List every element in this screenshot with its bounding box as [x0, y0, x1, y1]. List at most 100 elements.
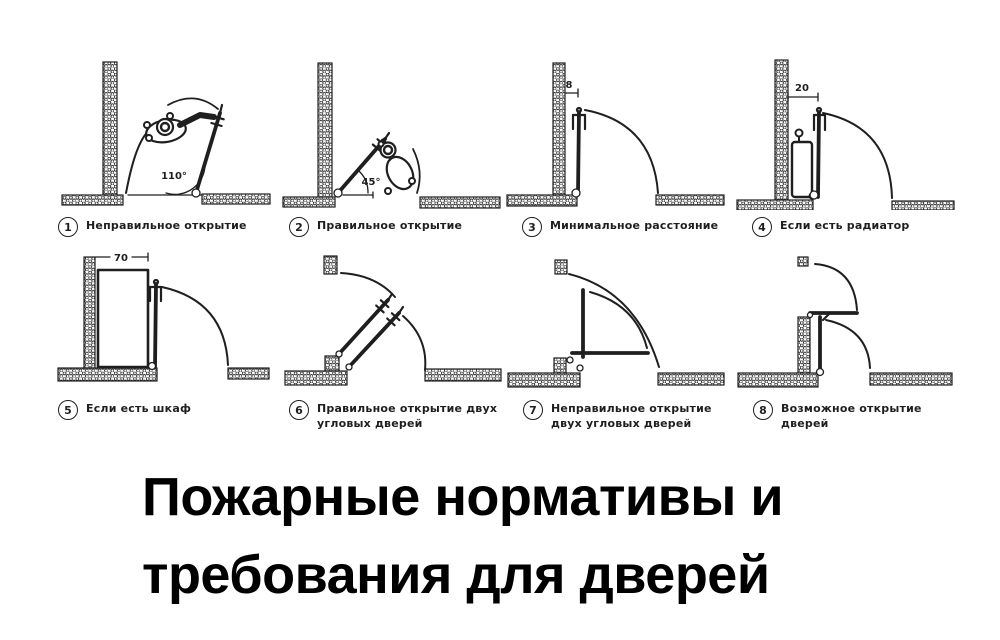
panel-number-badge: 4 — [752, 217, 772, 237]
radiator — [790, 128, 816, 200]
diagram-possible-door-opening — [737, 256, 953, 388]
dimension — [564, 88, 579, 98]
door-hinge-upper — [806, 311, 814, 319]
door-swing-arc-upper — [814, 263, 858, 311]
floor-right — [657, 372, 725, 386]
person-top-view — [143, 112, 217, 144]
door-leaf — [816, 110, 821, 199]
floor-right — [419, 196, 501, 209]
angle-arc — [358, 170, 369, 194]
diagram-incorrect-corner-doors — [507, 259, 725, 388]
panel-number-badge: 8 — [753, 400, 773, 420]
panel-label: Правильное открытие — [317, 219, 463, 232]
panel-label: Если есть шкаф — [86, 402, 192, 415]
door-hinge-left — [335, 350, 343, 358]
floor-left — [61, 194, 124, 206]
door-hinge — [147, 361, 157, 371]
panel-label: Минимальное расстояние — [550, 219, 719, 232]
door-leaf — [576, 110, 581, 195]
panel-8: 8 Возможное открытие дверей — [736, 243, 968, 432]
caption-2: 2 Правильное открытие — [281, 217, 513, 237]
door-swing-arc-big — [568, 273, 660, 368]
panel-6: 6 Правильное открытие двух угловых двере… — [281, 243, 513, 432]
arm — [177, 112, 217, 128]
panel-number-badge: 5 — [58, 400, 78, 420]
dimension-label: 8 — [566, 80, 573, 91]
door-handle — [821, 312, 831, 322]
floor-right — [227, 367, 270, 380]
door-hinge-1 — [566, 356, 574, 364]
diagram-correct-opening: 45° — [282, 62, 501, 209]
floor-left — [282, 196, 336, 208]
door-swing-arc — [822, 112, 893, 199]
angle-label: 45° — [362, 177, 381, 188]
panel-number-badge: 3 — [522, 217, 542, 237]
panel-label: Возможное открытие дверей — [781, 402, 922, 430]
door-swing-arc-lower — [825, 319, 871, 369]
wall-pillar — [553, 357, 567, 374]
wall — [552, 62, 566, 196]
door-handle — [812, 106, 827, 132]
wall — [774, 59, 789, 201]
floor-right — [655, 194, 725, 206]
panel-5: 70 5 Если есть шкаф — [50, 243, 282, 420]
wall-pillar — [324, 355, 340, 372]
panel-7: 7 Неправильное открытие двух угловых две… — [506, 243, 738, 432]
door-hinge — [809, 190, 819, 200]
wall — [83, 256, 96, 369]
panel-label: Неправильное открытие двух угловых двере… — [551, 402, 712, 430]
panel-label: Если есть радиатор — [780, 219, 910, 232]
poster-title: Пожарные нормативы и требования для двер… — [142, 467, 784, 605]
head — [379, 141, 397, 159]
motion-arc — [412, 148, 421, 194]
caption-3: 3 Минимальное расстояние — [505, 217, 737, 237]
panel-label: Правильное открытие двух угловых дверей — [317, 402, 498, 430]
caption-5: 5 Если есть шкаф — [50, 400, 282, 420]
wall-stub-top — [797, 256, 809, 267]
door-swing-arc-right — [402, 315, 427, 371]
dimension-label: 20 — [795, 83, 809, 94]
door-swing-arc-small — [589, 291, 648, 349]
head — [155, 117, 175, 137]
door-hinge — [191, 188, 201, 198]
wall-stub-top — [554, 259, 568, 275]
wall-stub-middle — [797, 316, 811, 374]
dimension — [95, 252, 149, 262]
caption-7: 7 Неправильное открытие двух угловых две… — [506, 400, 738, 432]
floor-right — [891, 200, 955, 210]
panel-number-badge: 2 — [289, 217, 309, 237]
door-handle — [148, 278, 163, 303]
diagram-radiator-clearance: 20 — [736, 59, 955, 210]
diagram-cabinet-clearance: 70 — [57, 252, 270, 382]
caption-1: 1 Неправильное открытие — [50, 217, 282, 237]
floor-right — [201, 193, 271, 205]
cabinet — [96, 268, 150, 369]
door-hinge — [333, 188, 343, 198]
angle-label: 110° — [161, 171, 187, 182]
floor-left — [736, 199, 814, 210]
panel-number-badge: 6 — [289, 400, 309, 420]
door-handles — [375, 292, 405, 327]
door-handle — [571, 106, 587, 131]
door-swing-arc — [584, 109, 659, 194]
dimension-label: 70 — [114, 253, 128, 264]
floor-left — [507, 372, 581, 388]
door-swing-arc-left — [340, 272, 396, 298]
diagram-incorrect-opening: 110° — [61, 61, 271, 206]
floor-right — [869, 372, 953, 386]
door-hinge-right — [345, 363, 353, 371]
door-leaf — [153, 282, 158, 369]
panel-number-badge: 1 — [58, 217, 78, 237]
door-hinge-2 — [576, 364, 584, 372]
caption-8: 8 Возможное открытие дверей — [736, 400, 968, 432]
wall-stub-top — [323, 255, 338, 275]
floor-left — [737, 372, 819, 388]
caption-4: 4 Если есть радиатор — [735, 217, 967, 237]
person-top-view — [377, 138, 416, 195]
door-hinge — [571, 188, 581, 198]
floor-left — [506, 194, 578, 207]
door-swing-arc — [161, 286, 229, 366]
panel-1: 110° 1 Неправильное открытие — [50, 45, 282, 237]
floor-right — [424, 368, 502, 382]
wall — [317, 62, 333, 201]
